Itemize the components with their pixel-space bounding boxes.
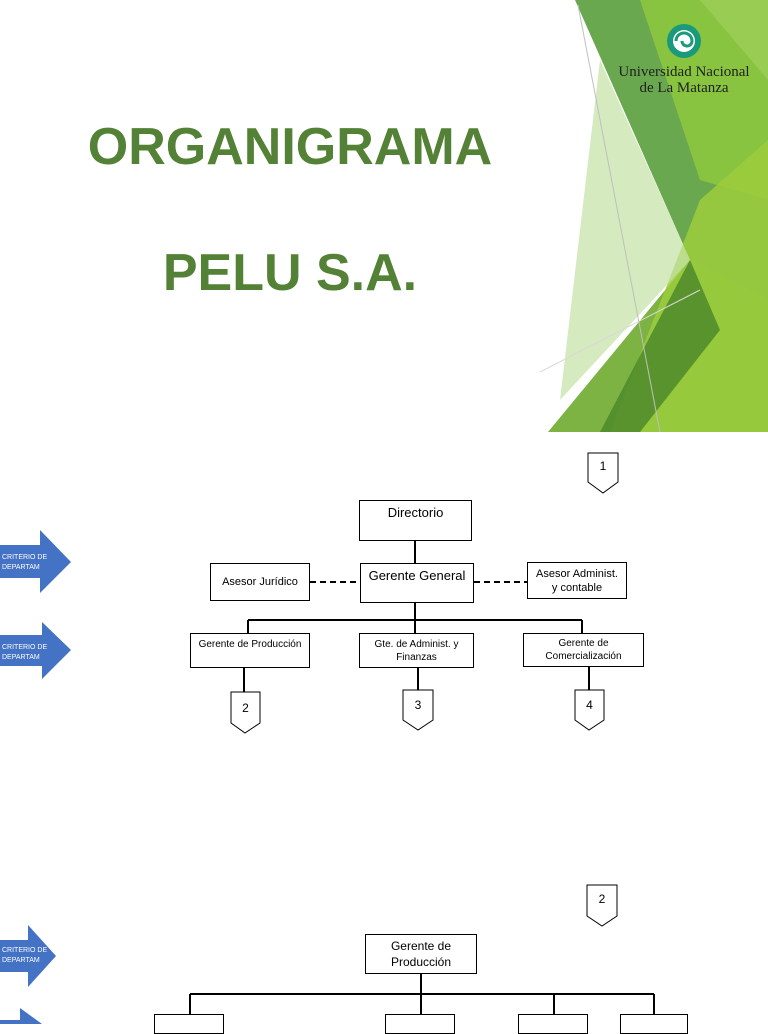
box-gerente-produccion-2: Gerente de Producción: [365, 934, 477, 974]
box-gte-administ-label-2: Finanzas: [396, 651, 437, 663]
criterio-arrow-3-label-2: DEPARTAM: [2, 957, 40, 964]
ref-tag-2-label: 2: [242, 701, 249, 715]
criterio-arrow-1-label-1: CRITERIO DE: [2, 554, 48, 561]
criterio-arrow-1-label-2: DEPARTAM: [2, 564, 40, 571]
box-directorio: Directorio: [359, 500, 472, 541]
ref-tag-3: [402, 689, 434, 731]
university-logo-icon: [667, 24, 701, 58]
deco-line: [577, 4, 661, 433]
box-sub-1: [154, 1014, 224, 1034]
box-sub-3: [518, 1014, 588, 1034]
box-asesor-administrativo-label-2: y contable: [551, 581, 603, 594]
box-asesor-juridico-label: Asesor Jurídico: [222, 576, 298, 588]
criterio-arrow-2: [0, 622, 71, 679]
box-asesor-juridico: Asesor Jurídico: [210, 563, 310, 601]
criterio-arrow-3-label-1: CRITERIO DE: [2, 947, 48, 954]
page-tag-2: [586, 884, 618, 927]
criterio-arrow-1: [0, 530, 71, 593]
ref-tag-3-label: 3: [414, 698, 422, 712]
box-gte-administ-finanzas: Gte. de Administ. y Finanzas: [359, 633, 474, 668]
page-tag-2-label: 2: [598, 892, 606, 906]
green-shape-pale: [560, 60, 690, 400]
box-gerente-produccion: Gerente de Producción: [190, 633, 310, 668]
page-title: ORGANIGRAMA: [87, 118, 493, 176]
criterio-arrow-4: [0, 1008, 42, 1024]
box-sub-4: [620, 1014, 688, 1034]
box-gerente-general-label: Gerente General: [368, 568, 466, 583]
page-tag-1-label: 1: [599, 459, 607, 473]
university-name-line2: de La Matanza: [639, 80, 729, 96]
green-shape-deep: [600, 260, 720, 432]
university-name-line1: Universidad Nacional: [618, 64, 750, 80]
ref-tag-4: [574, 689, 605, 731]
criterio-arrow-3: [0, 925, 56, 987]
box-gerente-produccion-label: Gerente de Producción: [198, 639, 302, 650]
box-gerente-general: Gerente General: [360, 563, 474, 603]
deco-line-2: [539, 289, 701, 373]
box-gerente-comercial-label-2: Comercialización: [545, 651, 622, 662]
box-gerente-produccion-2-label-1: Gerente de: [390, 939, 452, 953]
box-gerente-produccion-2-label-2: Producción: [390, 955, 452, 969]
ref-tag-4-label: 4: [586, 698, 593, 712]
box-gerente-comercial-label-1: Gerente de: [558, 638, 609, 649]
box-sub-2: [385, 1014, 455, 1034]
box-gerente-comercializacion: Gerente de Comercialización: [523, 633, 644, 667]
box-gte-administ-label-1: Gte. de Administ. y: [374, 638, 459, 650]
criterio-arrow-2-label-1: CRITERIO DE: [2, 644, 48, 651]
page-tag-1: [587, 452, 619, 494]
company-name: PELU S.A.: [162, 244, 418, 302]
box-asesor-administrativo-label-1: Asesor Administ.: [536, 567, 618, 580]
criterio-arrow-2-label-2: DEPARTAM: [2, 654, 40, 661]
box-directorio-label: Directorio: [387, 505, 444, 520]
ref-tag-2: [230, 691, 261, 734]
box-asesor-administrativo: Asesor Administ. y contable: [527, 562, 627, 599]
